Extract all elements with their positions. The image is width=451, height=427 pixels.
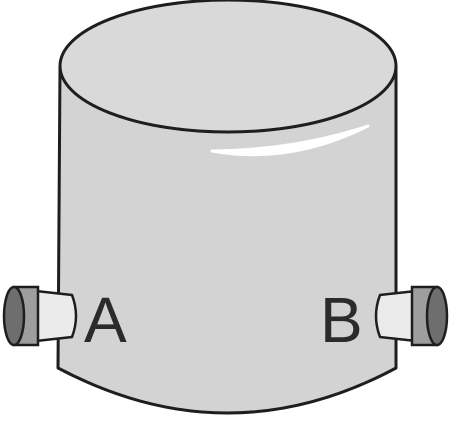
- port-b-face: [425, 285, 449, 347]
- tank-top: [58, 0, 398, 134]
- tank-highlight: [210, 124, 370, 157]
- label-a: A: [84, 284, 127, 356]
- port-b: [374, 285, 449, 347]
- tank-body: [56, 64, 398, 415]
- port-b-pipe: [374, 289, 418, 343]
- port-a-face: [2, 285, 26, 347]
- port-a-pipe: [34, 289, 78, 343]
- port-a: [2, 285, 78, 347]
- label-b: B: [320, 284, 363, 356]
